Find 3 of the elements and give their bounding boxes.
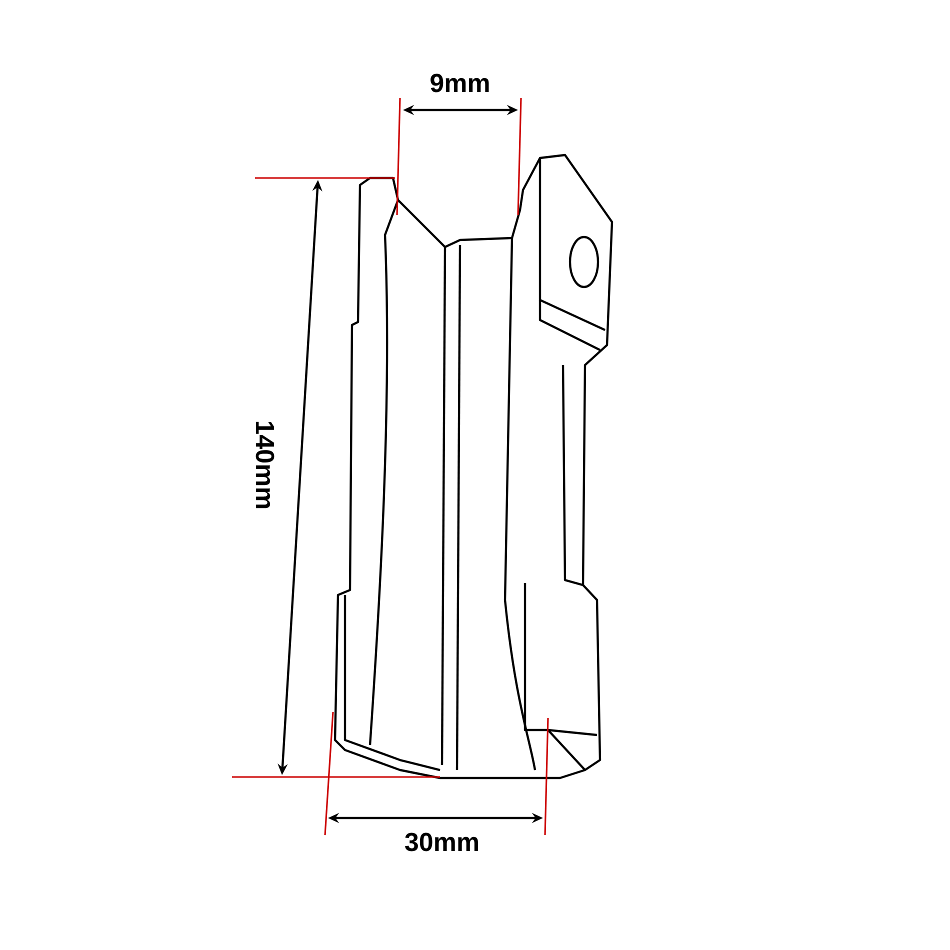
dimension-label: 140mm — [256, 422, 274, 508]
dimension-label: 9mm — [430, 74, 489, 92]
dimension-label: 30mm — [405, 832, 478, 852]
